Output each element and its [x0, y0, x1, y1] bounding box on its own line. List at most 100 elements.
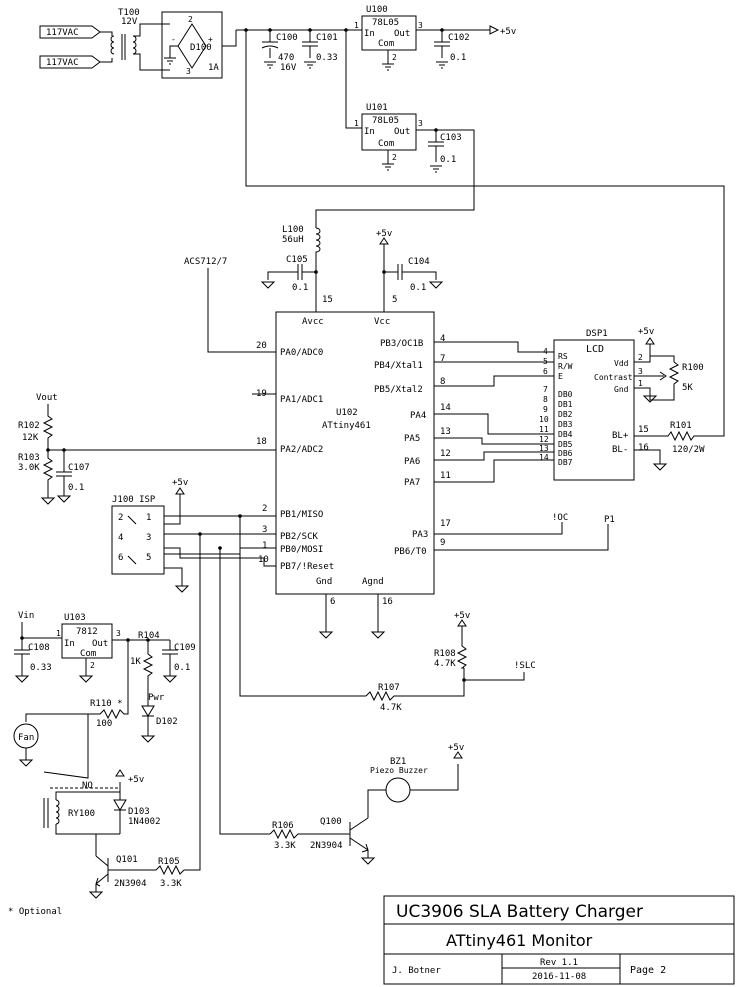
- relay-contact: [43, 714, 89, 779]
- c105-ref: C105: [286, 255, 308, 265]
- mcu-to-lcd-rs: [434, 341, 554, 353]
- c103-value: 0.1: [440, 155, 456, 165]
- u100-pin3: 3: [418, 21, 423, 30]
- isp-pin: 5: [146, 553, 151, 563]
- fan-ground: [18, 748, 34, 767]
- c102-value: 0.1: [450, 53, 466, 63]
- slc-wire: [464, 672, 525, 681]
- c108-value: 0.33: [30, 663, 52, 673]
- lcd-pin-gnd: 1: [638, 379, 643, 388]
- mcu-pb6-wire: [434, 524, 609, 551]
- l100-symbol: [315, 227, 321, 312]
- fan-relay-section: R110 * 100 Fan NO RY100 +5v D103 1N4002 …: [8, 640, 185, 917]
- bz1-power: [410, 751, 463, 791]
- r110-value: 100: [96, 719, 112, 729]
- d100-pin2: 2: [188, 15, 193, 24]
- bz1-value: Piezo Buzzer: [370, 766, 428, 775]
- isp-power-wires: [164, 494, 190, 593]
- r107-value: 4.7K: [380, 703, 402, 713]
- r108-ref: R108: [434, 649, 456, 659]
- r104-value: 1K: [130, 657, 141, 667]
- mcu-left-pin-num: 10: [258, 555, 269, 565]
- d103-value: 1N4002: [128, 817, 161, 827]
- c103-symbol: [428, 130, 444, 162]
- lcd-pin-num: 8: [543, 395, 548, 404]
- mcu-right-pin-num: 4: [440, 334, 445, 344]
- title-block-page: Page 2: [630, 965, 666, 976]
- mcu-pin-vcc: 5: [392, 295, 397, 305]
- u103-in: In: [64, 639, 75, 649]
- oc-label: !OC: [552, 513, 568, 523]
- c105-ground: [260, 281, 276, 289]
- mcu-ref: U102: [336, 408, 358, 418]
- l100-ref: L100: [282, 225, 304, 235]
- mcu-agnd: Agnd: [362, 577, 384, 587]
- mcu-left-pin-wires: [48, 393, 276, 451]
- mcu-right-pin-num: 17: [440, 519, 451, 529]
- ry100-ref: RY100: [68, 809, 95, 819]
- buzzer-section: BZ1 Piezo Buzzer +5v R106 3.3K Q100 2N39…: [269, 743, 464, 865]
- r108-value: 4.7K: [434, 659, 456, 669]
- lcd-pin-bl-minus: 16: [638, 443, 649, 453]
- u100-ground: [382, 50, 394, 71]
- c104-ground: [428, 281, 444, 289]
- mcu-left-pin-name: PA2/ADC2: [280, 445, 323, 455]
- lcd-pin-num: 5: [543, 357, 548, 366]
- mcu-pin-avcc: 15: [322, 295, 333, 305]
- isp-pin: 4: [118, 533, 123, 543]
- lcd-pin-num: 6: [543, 367, 548, 376]
- u101-feed: [345, 30, 362, 129]
- ry100-core: [43, 798, 49, 828]
- c100-value1: 470: [278, 53, 294, 63]
- mcu-vcc: Vcc: [374, 317, 390, 327]
- c105-value: 0.1: [292, 283, 308, 293]
- c104-ref: C104: [408, 257, 430, 267]
- mcu-ground-leads: [318, 594, 386, 639]
- u103-out: Out: [92, 639, 108, 649]
- mcu-body: [275, 311, 435, 595]
- lcd-pin-name: DB6: [558, 449, 573, 458]
- mcu-right-pin-num: 13: [440, 427, 451, 437]
- t100-core: [121, 34, 126, 60]
- mcu-to-lcd-e: [434, 375, 554, 387]
- ac-input-section: 117VAC 117VAC T100 12V: [39, 8, 170, 71]
- c107-value: 0.1: [68, 483, 84, 493]
- title-block-title: UC3906 SLA Battery Charger: [396, 902, 643, 922]
- u101-in: In: [364, 127, 375, 137]
- c103-ground: [430, 165, 442, 173]
- r100-ref: R100: [682, 363, 704, 373]
- acs-label: ACS712/7: [184, 257, 227, 267]
- title-block-author: J. Botner: [392, 966, 441, 976]
- mcu-left-pin-name: PA0/ADC0: [280, 348, 323, 358]
- r110-symbol: [96, 640, 129, 720]
- r103-value: 3.0K: [18, 463, 40, 473]
- lcd-pin-num: 14: [539, 453, 549, 462]
- mcu-gnd: Gnd: [316, 577, 332, 587]
- lcd-pin-num: 7: [543, 385, 548, 394]
- mcu-to-lcd-db6: [434, 451, 554, 461]
- lcd-ref: DSP1: [586, 329, 608, 339]
- isp-ref: J100 ISP: [112, 495, 156, 505]
- lcd-pin-name: RS: [558, 352, 568, 361]
- mcu-right-pin-name: PB4/Xtal1: [374, 361, 423, 371]
- mcu-u102: Avcc Vcc 15 5 U102 ATtiny461 Gnd Agnd 6 …: [48, 295, 615, 639]
- fan-supply-u103: Vin C108 0.33 U103 7812 In Out Com 1 3 2…: [14, 611, 196, 743]
- q101-symbol: [95, 855, 109, 892]
- avcc-filter: L100 56uH C105 0.1: [260, 225, 321, 312]
- acs712-input: ACS712/7: [184, 257, 276, 353]
- lcd-pin-name: DB4: [558, 430, 573, 439]
- r104-symbol: [142, 640, 154, 706]
- isp-p5v-label: +5v: [172, 478, 188, 488]
- bz1-symbol: [385, 777, 411, 803]
- r104-ref: R104: [138, 631, 160, 641]
- r105-ref: R105: [158, 857, 180, 867]
- lcd-backlight-feed: [245, 30, 725, 437]
- lcd-pin-name: DB2: [558, 410, 573, 419]
- c101-value: 0.33: [316, 53, 338, 63]
- regulator-u100: U100 78L05 In Out Com 1 3 2 +5v C102 0.1: [354, 5, 516, 71]
- isp-pin: 6: [118, 553, 123, 563]
- r108-p5v-label: +5v: [454, 611, 470, 621]
- c107-symbol: [56, 450, 72, 496]
- d100-pin3: 3: [186, 67, 191, 76]
